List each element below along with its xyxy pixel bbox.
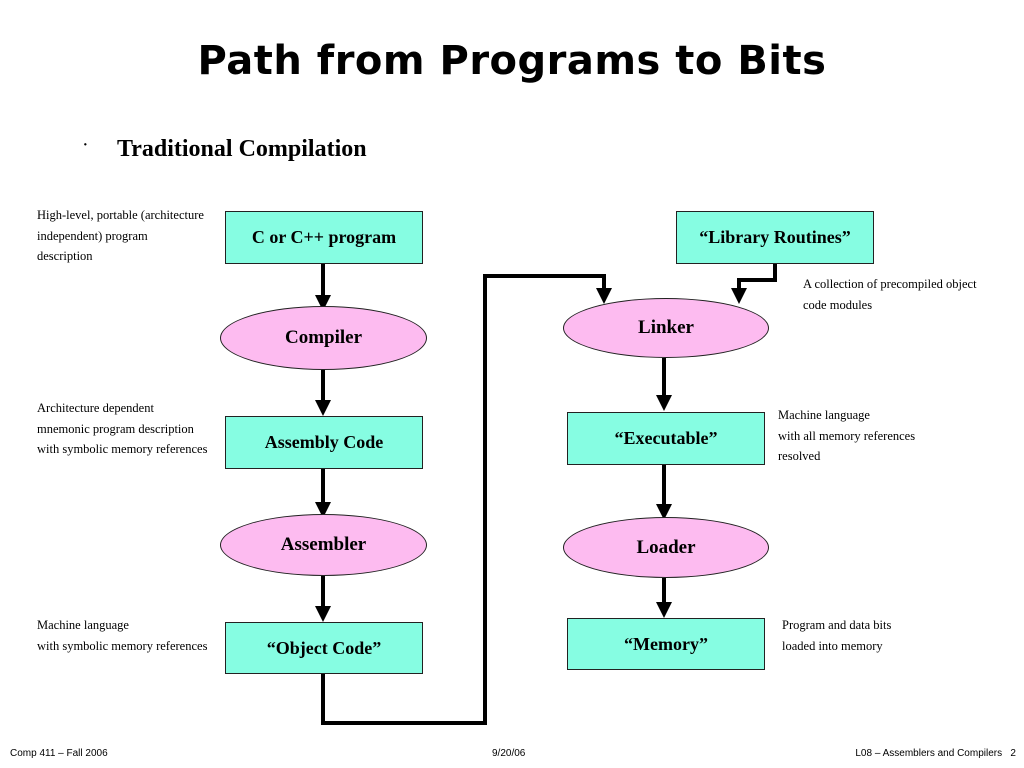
- footer-lecture: L08 – Assemblers and Compilers 2: [855, 748, 1016, 759]
- node-assembly-code-label: Assembly Code: [264, 432, 384, 452]
- annotation-library-routines: A collection of precompiled object code …: [803, 274, 977, 315]
- annotation-line: mnemonic program description: [37, 421, 194, 436]
- annotation-line: Machine language: [37, 618, 129, 632]
- node-linker: Linker: [563, 298, 769, 358]
- bullet-marker: ·: [82, 134, 89, 156]
- bullet-text: Traditional Compilation: [117, 136, 367, 162]
- annotation-source-program: High-level, portable (architecture indep…: [37, 205, 204, 267]
- node-executable: “Executable”: [567, 412, 765, 465]
- annotation-line: with all memory references: [778, 428, 916, 443]
- node-linker-label: Linker: [638, 317, 694, 338]
- node-assembler-label: Assembler: [280, 534, 367, 555]
- node-object-code-label: “Object Code”: [266, 637, 382, 658]
- node-compiler: Compiler: [220, 306, 427, 370]
- footer-course: Comp 411 – Fall 2006: [10, 748, 108, 759]
- node-library-routines-label: “Library Routines”: [699, 227, 851, 247]
- annotation-line: with symbolic memory references: [37, 638, 208, 653]
- node-loader: Loader: [563, 517, 769, 578]
- slide-title: Path from Programs to Bits: [197, 38, 827, 84]
- annotation-line: Machine language: [778, 408, 870, 422]
- arrow-object-to-linker: [321, 274, 612, 725]
- annotation-line: High-level, portable (architecture: [37, 208, 204, 222]
- node-library-routines: “Library Routines”: [676, 211, 874, 264]
- node-loader-label: Loader: [636, 536, 696, 558]
- node-object-code: “Object Code”: [225, 622, 423, 674]
- arrow-library-to-linker: [731, 264, 777, 304]
- node-executable-label: “Executable”: [614, 428, 718, 448]
- node-assembly-code: Assembly Code: [225, 416, 423, 469]
- node-assembler: Assembler: [220, 514, 427, 576]
- footer-date: 9/20/06: [492, 748, 526, 759]
- node-source-program-label: C or C++ program: [251, 227, 397, 247]
- annotation-object-code: Machine language with symbolic memory re…: [37, 615, 207, 656]
- node-source-program: C or C++ program: [225, 211, 423, 264]
- node-memory-label: “Memory”: [624, 633, 708, 654]
- annotation-line: resolved: [778, 449, 821, 463]
- annotation-line: Architecture dependent: [37, 401, 154, 415]
- node-memory: “Memory”: [567, 618, 765, 670]
- annotation-line: A collection of precompiled object: [803, 277, 977, 291]
- node-compiler-label: Compiler: [284, 327, 363, 348]
- annotation-line: independent) program: [37, 228, 148, 243]
- annotation-line: with symbolic memory references: [37, 442, 208, 456]
- annotation-memory: Program and data bits loaded into memory: [782, 615, 891, 656]
- annotation-executable: Machine language with all memory referen…: [778, 405, 915, 467]
- annotation-line: description: [37, 249, 93, 263]
- annotation-line: Program and data bits: [782, 618, 892, 632]
- annotation-line: loaded into memory: [782, 638, 883, 653]
- annotation-line: code modules: [803, 297, 873, 312]
- annotation-assembly-code: Architecture dependent mnemonic program …: [37, 398, 207, 460]
